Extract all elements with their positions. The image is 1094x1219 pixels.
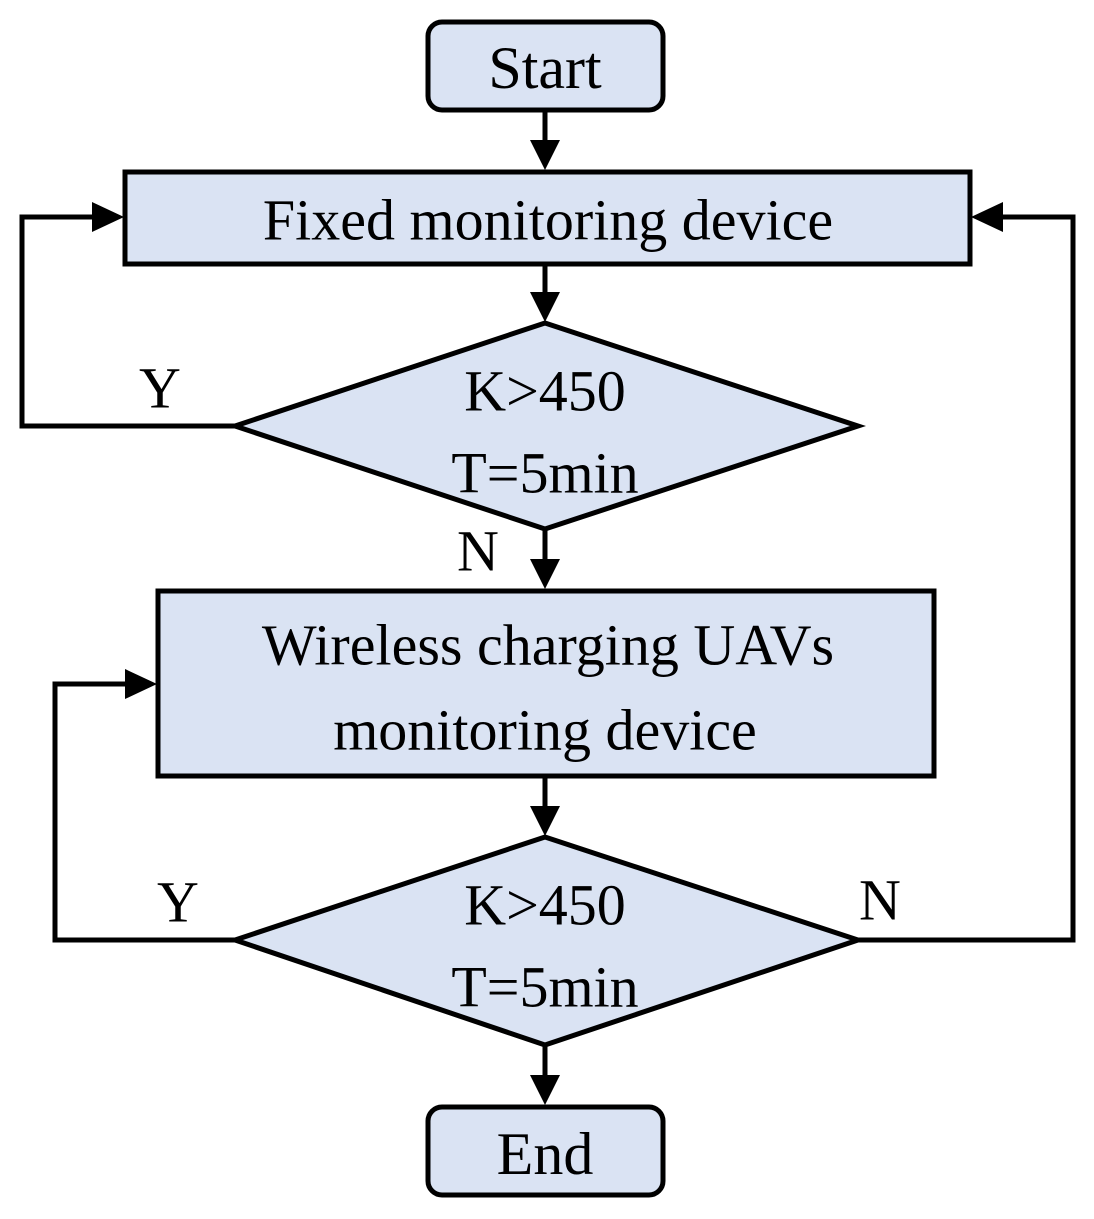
decision2-no-label: N <box>859 868 901 933</box>
uav-monitoring-device-line1: Wireless charging UAVs <box>262 613 834 678</box>
edge-decision2-yes-loop <box>52 681 235 943</box>
arrowhead-decision2-no-loop <box>971 202 1003 232</box>
start-label: Start <box>488 35 602 101</box>
arrowhead-decision1-yes-loop <box>92 202 124 232</box>
arrowhead-decision2-to-end <box>530 1075 560 1105</box>
decision2-line2: T=5min <box>451 955 638 1020</box>
edge-decision2-no-loop <box>857 214 1076 943</box>
arrowhead-fixed-to-decision1 <box>530 292 560 322</box>
end-terminal <box>425 1104 666 1198</box>
end-label: End <box>497 1121 594 1187</box>
decision1-yes-label: Y <box>139 356 181 421</box>
arrowhead-decision2-yes-loop <box>125 669 157 699</box>
decision1-line2: T=5min <box>451 441 638 506</box>
decision1-line1: K>450 <box>464 359 626 424</box>
fixed-monitoring-device-box <box>122 169 973 267</box>
fixed-monitoring-device-label: Fixed monitoring device <box>263 188 833 253</box>
start-terminal <box>425 19 666 113</box>
edge-decision1-yes-loop <box>19 214 235 429</box>
decision1-diamond <box>227 320 866 532</box>
decision2-line1: K>450 <box>464 873 626 938</box>
decision2-diamond <box>227 834 866 1048</box>
uav-monitoring-device-box <box>155 588 937 779</box>
decision2-yes-label: Y <box>157 870 199 935</box>
decision1-no-label: N <box>457 519 499 584</box>
uav-monitoring-device-line2: monitoring device <box>333 698 757 763</box>
arrowhead-decision1-no <box>530 559 560 589</box>
arrowhead-start-to-fixed <box>530 140 560 170</box>
arrowhead-uav-to-decision2 <box>530 806 560 836</box>
